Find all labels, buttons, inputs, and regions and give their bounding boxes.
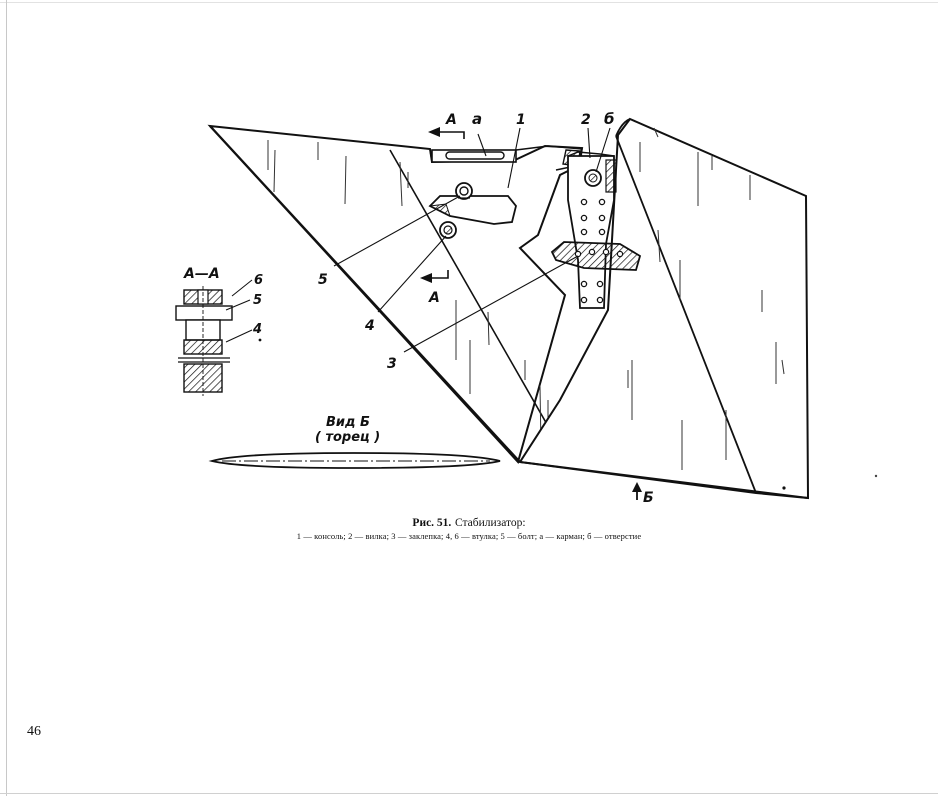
label-arrow-b: Б — [643, 490, 654, 506]
label-arrow-a-top: А — [445, 112, 457, 128]
label-bolt: 5 — [318, 272, 328, 288]
label-pocket: а — [472, 110, 482, 128]
bolt-bracket — [428, 182, 517, 225]
figure-number: Рис. 51. — [412, 517, 452, 529]
label-console: 1 — [516, 112, 526, 128]
left-console-panel — [207, 124, 584, 469]
page-border-left — [6, 0, 7, 796]
figure-caption-legend: 1 — консоль; 2 — вилка; 3 — заклепка; 4,… — [296, 531, 642, 541]
section-arrow-a — [420, 127, 465, 283]
label-arrow-a-bottom: А — [428, 290, 440, 306]
section-label-bolt: 5 — [253, 293, 262, 308]
fork-plate — [567, 151, 617, 309]
label-fork: 2 — [581, 112, 591, 128]
view-arrow-b — [632, 482, 642, 500]
bushing-lower — [439, 221, 457, 239]
page-border-top — [0, 2, 938, 3]
end-view-subtitle: ( торец ) — [315, 430, 380, 445]
leader-lines — [333, 127, 611, 353]
figure-caption-title: Рис. 51. Стабилизатор: — [0, 515, 938, 529]
section-label-bushing-lower: 4 — [252, 322, 262, 337]
section-label-bushing-upper: 6 — [254, 273, 263, 288]
section-a-a-detail: А—А 6 5 4 — [175, 266, 263, 396]
end-view-b: Вид Б ( торец ) — [208, 415, 501, 469]
section-title: А—А — [183, 266, 220, 282]
label-hole: б — [604, 110, 614, 128]
label-bushing: 4 — [364, 318, 375, 334]
right-console-panel — [518, 117, 810, 500]
part-labels: А а 1 2 б 5 4 А 3 Б — [318, 110, 654, 506]
figure-name: Стабилизатор: — [454, 517, 526, 529]
page-number: 46 — [27, 724, 41, 739]
label-rivet: 3 — [387, 356, 397, 372]
end-view-title: Вид Б — [326, 415, 370, 430]
page-border-bottom — [0, 793, 938, 794]
